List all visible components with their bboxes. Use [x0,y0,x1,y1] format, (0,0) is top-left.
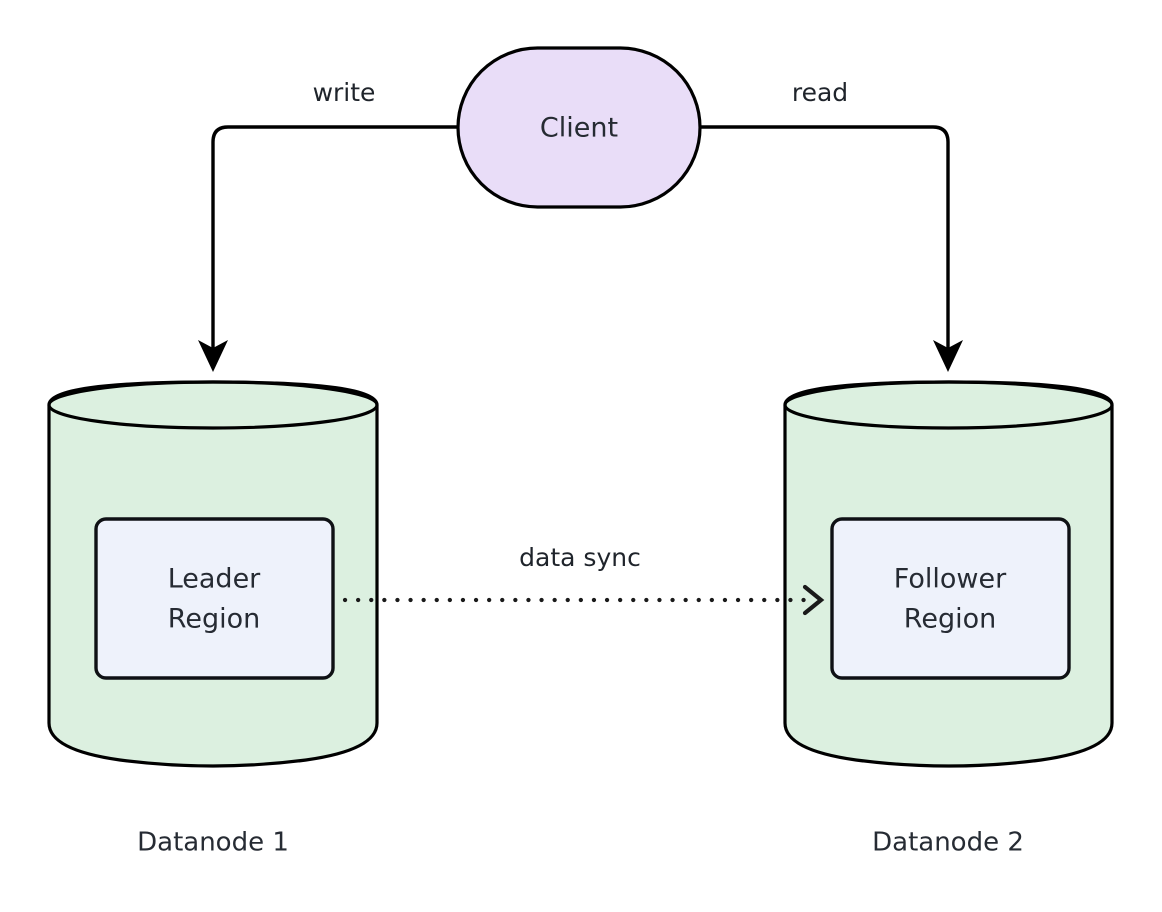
follower-region-label-line2: Region [904,604,996,635]
datanode-1-caption: Datanode 1 [137,828,289,858]
client-shape [456,46,702,209]
client-label: Client [540,113,618,144]
edge-write: write [198,78,458,372]
node-datanode-1[interactable]: Leader Region Datanode 1 [47,380,379,858]
leader-region-label-line2: Region [168,604,260,635]
datanode-1-cylinder-top [47,380,379,430]
edge-read-path [700,125,950,352]
leader-region-box [94,517,335,680]
edge-write-path [211,125,458,352]
edge-data-sync-arrowhead [802,584,825,616]
datanode-2-caption: Datanode 2 [872,828,1024,858]
leader-region[interactable]: Leader Region [94,517,335,680]
follower-region-box [830,517,1071,680]
edge-read-label: read [792,78,848,107]
edge-write-arrowhead [198,340,228,372]
follower-region-label-line1: Follower [894,564,1007,595]
node-datanode-2[interactable]: Follower Region Datanode 2 [783,380,1114,858]
edge-write-label: write [313,78,376,107]
leader-region-label-line1: Leader [168,564,261,595]
edge-data-sync-label: data sync [519,543,641,572]
follower-region[interactable]: Follower Region [830,517,1071,680]
node-client[interactable]: Client [456,46,702,209]
datanode-2-cylinder-top [783,380,1114,430]
edge-read-arrowhead [933,340,963,372]
edge-data-sync: data sync [342,543,825,616]
edge-read: read [700,78,963,372]
